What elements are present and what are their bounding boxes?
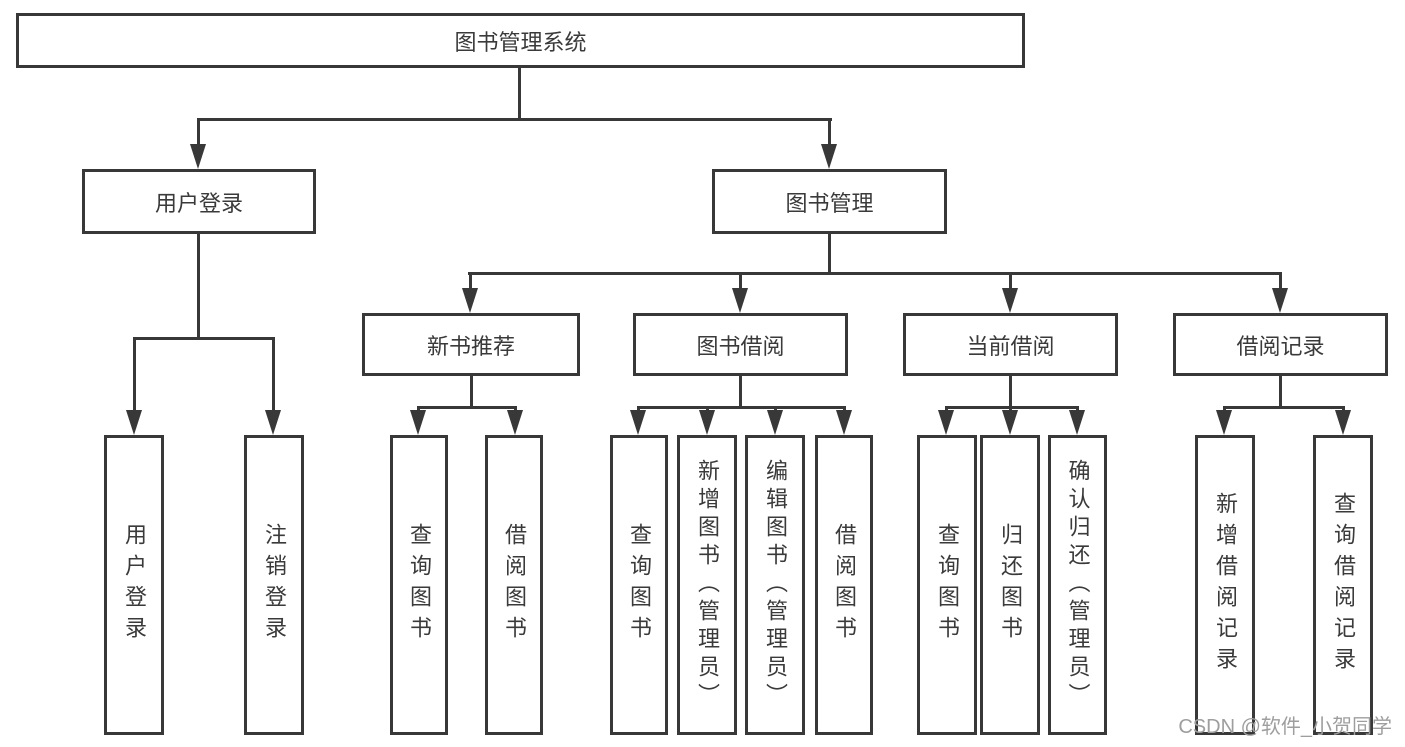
arrowhead-user-login <box>190 144 206 169</box>
connector-book-mgmt-bar <box>468 272 1282 275</box>
node-book-borrowing: 图书借阅 <box>633 313 848 376</box>
connector-leaf-shaft <box>706 406 709 412</box>
connector-borrow-records-stub <box>1279 376 1282 406</box>
leaf-edit-books-admin: 编辑图书（管理员） <box>745 435 805 735</box>
connector-new-books-bar <box>417 406 517 409</box>
arrowhead-new-books <box>462 288 478 313</box>
connector-leaf-shaft <box>1076 406 1079 412</box>
connector-new-books-stub <box>470 376 473 406</box>
leaf-label: 确认归还（管理员） <box>1065 459 1091 711</box>
leaf-add-borrow-record: 新增借阅记录 <box>1195 435 1255 735</box>
arrowhead-book-borrowing <box>732 288 748 313</box>
arrowhead-leaf-return-books <box>1002 410 1018 435</box>
leaf-label: 查询图书 <box>935 523 960 647</box>
arrowhead-book-mgmt <box>821 144 837 169</box>
connector-borrow-records-bar <box>1223 406 1345 409</box>
arrowhead-leaf-confirm-return <box>1069 410 1085 435</box>
leaf-return-books: 归还图书 <box>980 435 1040 735</box>
node-label: 新书推荐 <box>426 333 515 359</box>
connector-leaf-shaft <box>637 406 640 412</box>
arrowhead-leaf-add-books <box>699 410 715 435</box>
connector-root-bar <box>197 118 832 121</box>
leaf-label: 归还图书 <box>998 523 1023 647</box>
connector-book-borrowing-bar <box>637 406 846 409</box>
node-new-book-recommend: 新书推荐 <box>362 313 580 376</box>
connector-l3-shaft <box>469 272 472 290</box>
leaf-query-books-recommend: 查询图书 <box>390 435 448 735</box>
connector-user-login-stub <box>197 234 200 337</box>
connector-leaf-shaft <box>774 406 777 412</box>
connector-l3-shaft <box>1279 272 1282 290</box>
leaf-label: 查询图书 <box>627 523 652 647</box>
leaf-confirm-return-admin: 确认归还（管理员） <box>1048 435 1107 735</box>
arrowhead-leaf-query-books <box>630 410 646 435</box>
node-book-management: 图书管理 <box>712 169 947 234</box>
connector-book-borrowing-stub <box>739 376 742 406</box>
connector-leaf-shaft <box>1342 406 1345 412</box>
connector-root-stub <box>518 68 521 118</box>
leaf-borrow-books-recommend: 借阅图书 <box>485 435 543 735</box>
arrowhead-leaf-borrow-books <box>836 410 852 435</box>
arrowhead-leaf-user-login <box>126 410 142 435</box>
leaf-borrow-books-borrowing: 借阅图书 <box>815 435 873 735</box>
connector-current-borrowing-bar <box>945 406 1079 409</box>
connector-leaf-shaft <box>1009 406 1012 412</box>
connector-l3-shaft <box>739 272 742 290</box>
connector-user-login-bar <box>133 337 275 340</box>
arrowhead-leaf-query-record <box>1335 410 1351 435</box>
leaf-label: 注销登录 <box>262 523 287 647</box>
leaf-label: 借阅图书 <box>832 523 857 647</box>
leaf-query-books-current: 查询图书 <box>917 435 977 735</box>
connector-leaf-shaft <box>272 337 275 412</box>
arrowhead-current-borrowing <box>1002 288 1018 313</box>
leaf-label: 用户登录 <box>122 523 147 647</box>
leaf-logout-login: 注销登录 <box>244 435 304 735</box>
connector-leaf-shaft <box>1223 406 1226 412</box>
leaf-query-books-borrowing: 查询图书 <box>610 435 668 735</box>
arrowhead-leaf-edit-books <box>767 410 783 435</box>
arrowhead-leaf-add-record <box>1216 410 1232 435</box>
node-user-login: 用户登录 <box>82 169 316 234</box>
node-label: 借阅记录 <box>1236 333 1325 359</box>
connector-leaf-shaft <box>945 406 948 412</box>
node-label: 当前借阅 <box>966 333 1055 359</box>
leaf-user-login: 用户登录 <box>104 435 164 735</box>
node-label: 图书管理 <box>785 190 874 216</box>
connector-book-mgmt-shaft <box>828 118 831 148</box>
leaf-label: 新增借阅记录 <box>1213 492 1238 678</box>
connector-leaf-shaft <box>133 337 136 412</box>
node-label: 图书管理系统 <box>454 29 587 55</box>
csdn-watermark: CSDN @软件_小贺同学 <box>1178 716 1392 738</box>
leaf-label: 查询图书 <box>407 523 432 647</box>
node-label: 图书借阅 <box>696 333 785 359</box>
arrowhead-leaf-logout <box>265 410 281 435</box>
arrowhead-leaf-borrow-books <box>507 410 523 435</box>
connector-leaf-shaft <box>514 406 517 412</box>
node-library-management-system: 图书管理系统 <box>16 13 1025 68</box>
leaf-label: 查询借阅记录 <box>1331 492 1356 678</box>
arrowhead-borrow-records <box>1272 288 1288 313</box>
node-label: 用户登录 <box>154 190 243 216</box>
node-current-borrowing: 当前借阅 <box>903 313 1118 376</box>
leaf-add-books-admin: 新增图书（管理员） <box>677 435 737 735</box>
connector-l3-shaft <box>1009 272 1012 290</box>
arrowhead-leaf-query-books <box>938 410 954 435</box>
leaf-label: 借阅图书 <box>502 523 527 647</box>
leaf-label: 新增图书（管理员） <box>695 459 720 711</box>
leaf-query-borrow-record: 查询借阅记录 <box>1313 435 1373 735</box>
connector-leaf-shaft <box>843 406 846 412</box>
connector-user-login-shaft <box>197 118 200 148</box>
connector-book-mgmt-stub <box>828 234 831 272</box>
arrowhead-leaf-query-books <box>410 410 426 435</box>
connector-current-borrowing-stub <box>1009 376 1012 406</box>
leaf-label: 编辑图书（管理员） <box>763 459 788 711</box>
connector-leaf-shaft <box>417 406 420 412</box>
node-borrow-records: 借阅记录 <box>1173 313 1388 376</box>
